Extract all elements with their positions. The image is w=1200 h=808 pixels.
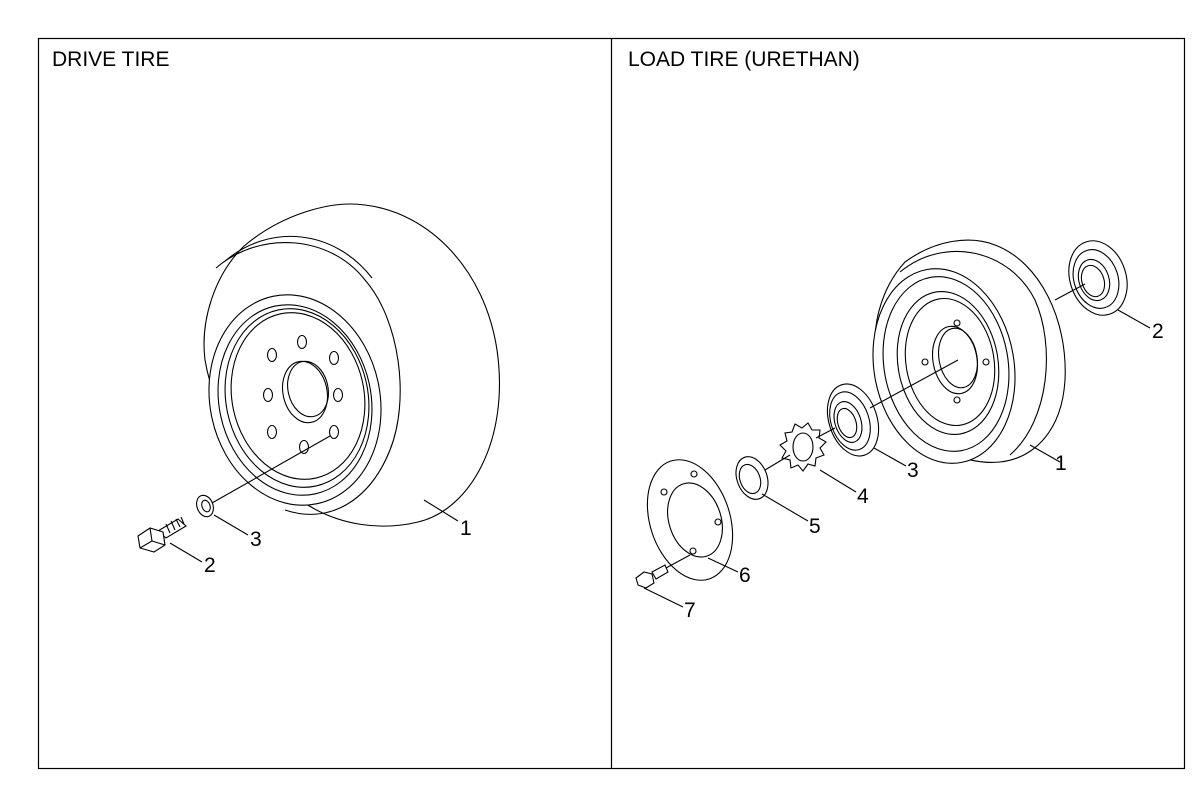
load-panel-title: LOAD TIRE (URETHAN) [628, 48, 860, 71]
load-callout-leader-5 [761, 493, 809, 522]
washer-leader [211, 435, 331, 504]
drive-callout-3: 3 [250, 528, 262, 551]
load-callout-leader-1 [1029, 444, 1061, 463]
load-callout-leader-7 [643, 587, 684, 608]
callout-leader-2 [169, 542, 203, 563]
drive-panel-title: DRIVE TIRE [52, 48, 169, 71]
callout-leader-3 [213, 514, 249, 536]
drive-tire-part [203, 203, 501, 527]
load-callout-5: 5 [809, 515, 821, 538]
assembly-axis-4 [869, 359, 959, 409]
drive-callout-1: 1 [460, 517, 472, 540]
hex-bolt-part [137, 516, 187, 553]
assembly-axis-2 [764, 454, 791, 471]
callout-leader-1 [423, 499, 459, 522]
cover-plate-part [646, 459, 734, 581]
drive-tire-panel: DRIVE TIRE [52, 48, 501, 577]
load-tire-part [872, 239, 1066, 464]
load-callout-6: 6 [739, 564, 751, 587]
lock-washer-part [779, 422, 827, 472]
load-callout-leader-4 [819, 469, 857, 493]
assembly-axis-1 [665, 554, 691, 569]
drive-callout-2: 2 [204, 554, 216, 577]
load-callout-leader-2 [1117, 309, 1151, 329]
load-callout-7: 7 [684, 599, 696, 622]
load-callout-2: 2 [1152, 320, 1164, 343]
assembly-axis-3 [815, 427, 836, 439]
inner-bearing-part [826, 383, 880, 457]
load-callout-leader-6 [707, 557, 739, 573]
flange-bolt-part [635, 564, 669, 589]
outer-bearing-part [1068, 240, 1128, 316]
washer-part [196, 494, 214, 518]
load-callout-4: 4 [857, 485, 869, 508]
lock-nut-part [735, 456, 769, 500]
load-callout-1: 1 [1055, 452, 1067, 475]
assembly-axis-5 [1054, 283, 1086, 301]
load-tire-panel: LOAD TIRE (URETHAN) [628, 48, 1164, 622]
load-callout-3: 3 [907, 459, 919, 482]
load-callout-leader-3 [873, 447, 907, 467]
